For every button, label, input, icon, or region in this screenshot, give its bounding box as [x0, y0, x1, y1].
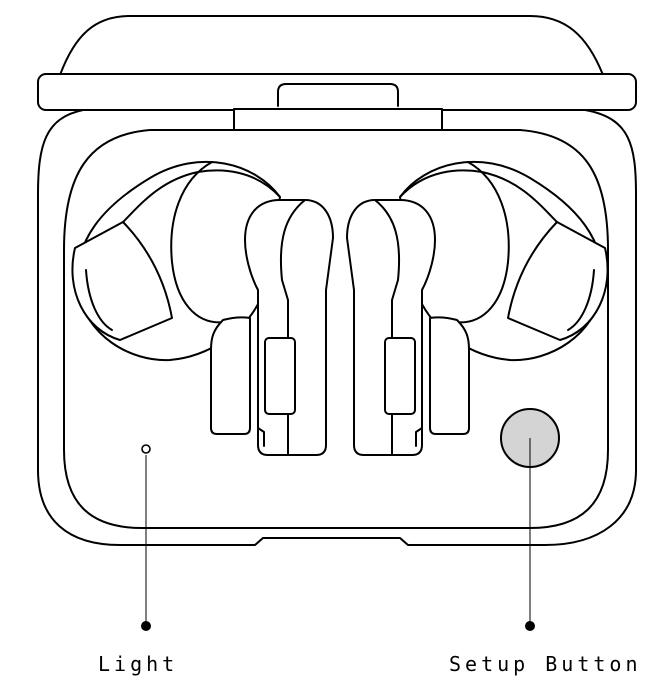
- light-callout-dot: [141, 621, 151, 631]
- setup-button-callout-dot: [525, 621, 535, 631]
- case-lid: [37, 15, 637, 131]
- status-light: [141, 444, 151, 454]
- light-label: Light: [98, 652, 179, 676]
- left-earbud: [71, 160, 334, 456]
- right-earbud: [346, 160, 609, 456]
- case-body: [37, 109, 637, 546]
- setup-button-label: Setup Button: [449, 652, 642, 676]
